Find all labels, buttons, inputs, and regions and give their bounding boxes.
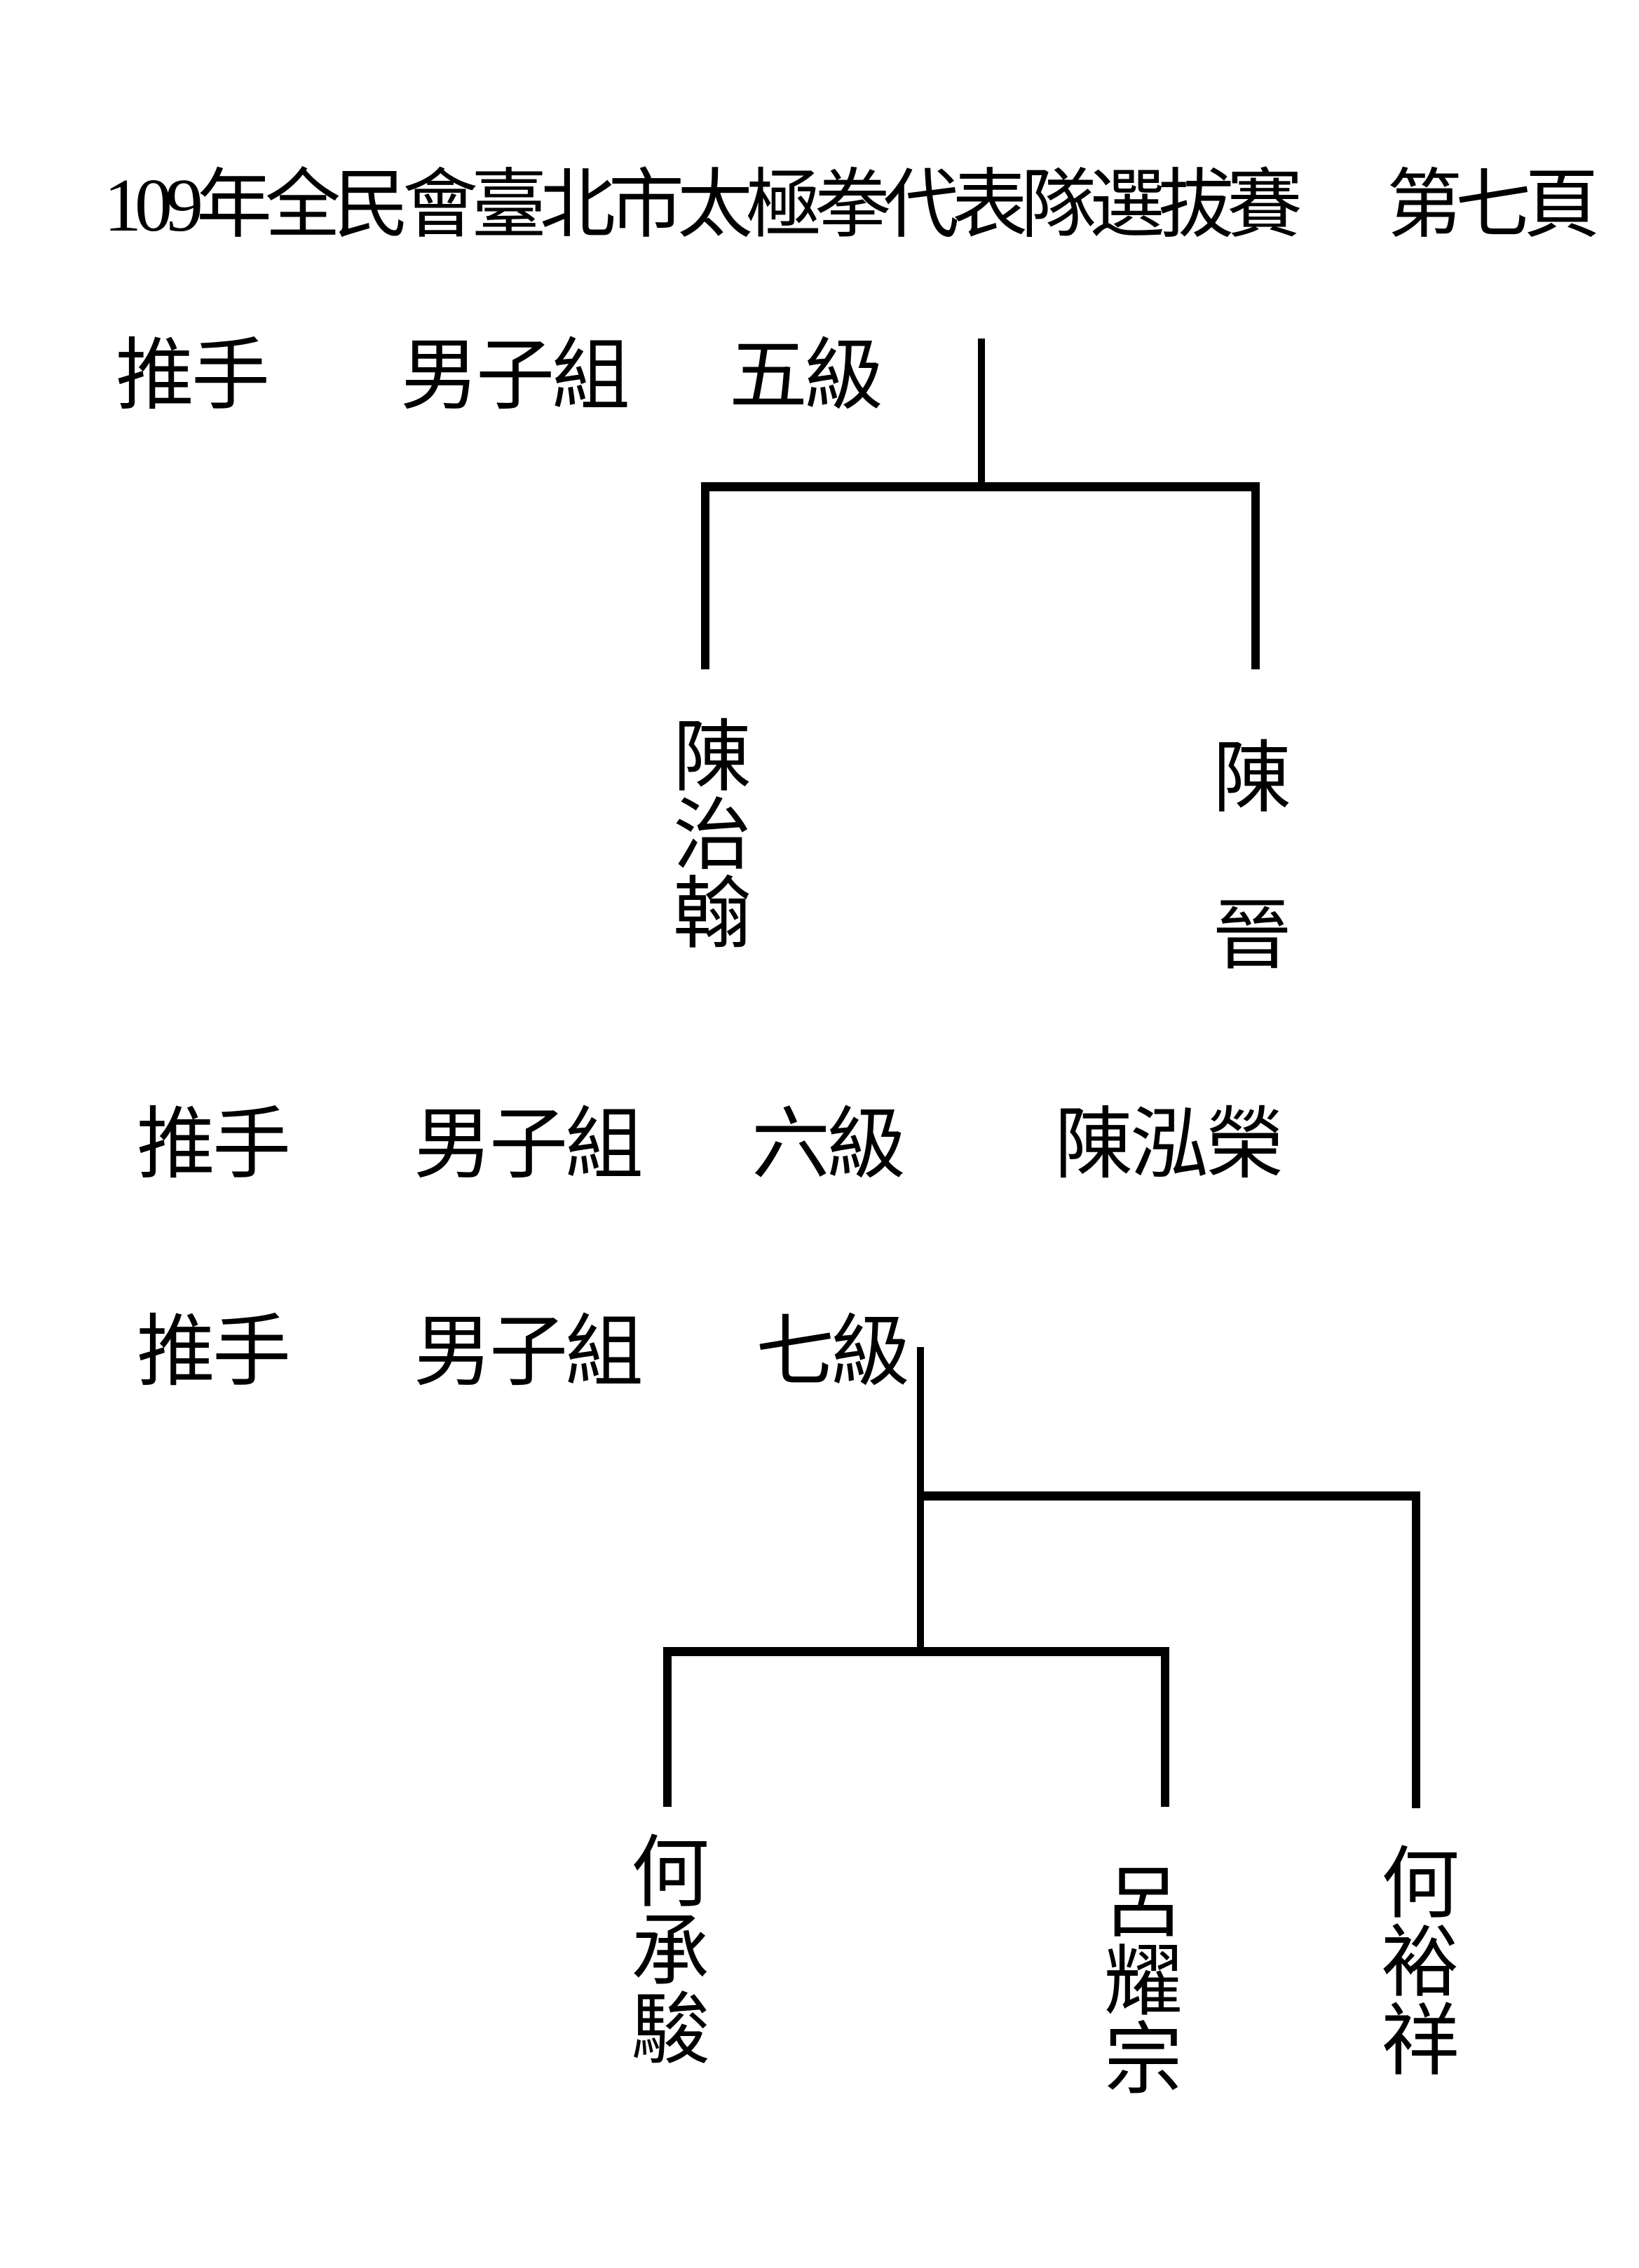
bracket-stem bbox=[917, 1347, 924, 1655]
player-name: 何承駿 bbox=[619, 1831, 706, 2066]
event-label: 推手 bbox=[116, 333, 270, 420]
level-label: 五級 bbox=[729, 333, 883, 420]
winner-name: 陳泓榮 bbox=[1054, 1102, 1284, 1189]
bracket-leg-middle bbox=[1161, 1647, 1169, 1807]
bracket-leg-left bbox=[701, 482, 709, 669]
bracket-leg-left bbox=[663, 1647, 672, 1807]
page-title: 109年全民會臺北市太極拳代表隊選拔賽 bbox=[104, 164, 1303, 247]
player-name: 呂耀宗 bbox=[1092, 1861, 1179, 2096]
page-number: 第七頁 bbox=[1387, 164, 1600, 247]
player-name: 陳 晉 bbox=[1201, 736, 1288, 971]
player-name: 何裕祥 bbox=[1369, 1842, 1456, 2077]
bracket-crossbar-lower bbox=[663, 1647, 1169, 1656]
bracket-crossbar-upper bbox=[917, 1491, 1420, 1501]
bracket-leg-right bbox=[1251, 482, 1260, 669]
event-label: 推手 bbox=[137, 1309, 291, 1396]
event-label: 推手 bbox=[137, 1102, 291, 1189]
level-label: 七級 bbox=[756, 1309, 910, 1396]
bracket-stem bbox=[978, 339, 985, 487]
group-label: 男子組 bbox=[400, 333, 630, 420]
bracket-crossbar bbox=[702, 482, 1260, 491]
bracket-leg-right bbox=[1412, 1491, 1420, 1808]
group-label: 男子組 bbox=[414, 1309, 644, 1396]
level-label: 六級 bbox=[752, 1102, 906, 1189]
group-label: 男子組 bbox=[414, 1102, 644, 1189]
player-name: 陳治翰 bbox=[661, 715, 748, 950]
